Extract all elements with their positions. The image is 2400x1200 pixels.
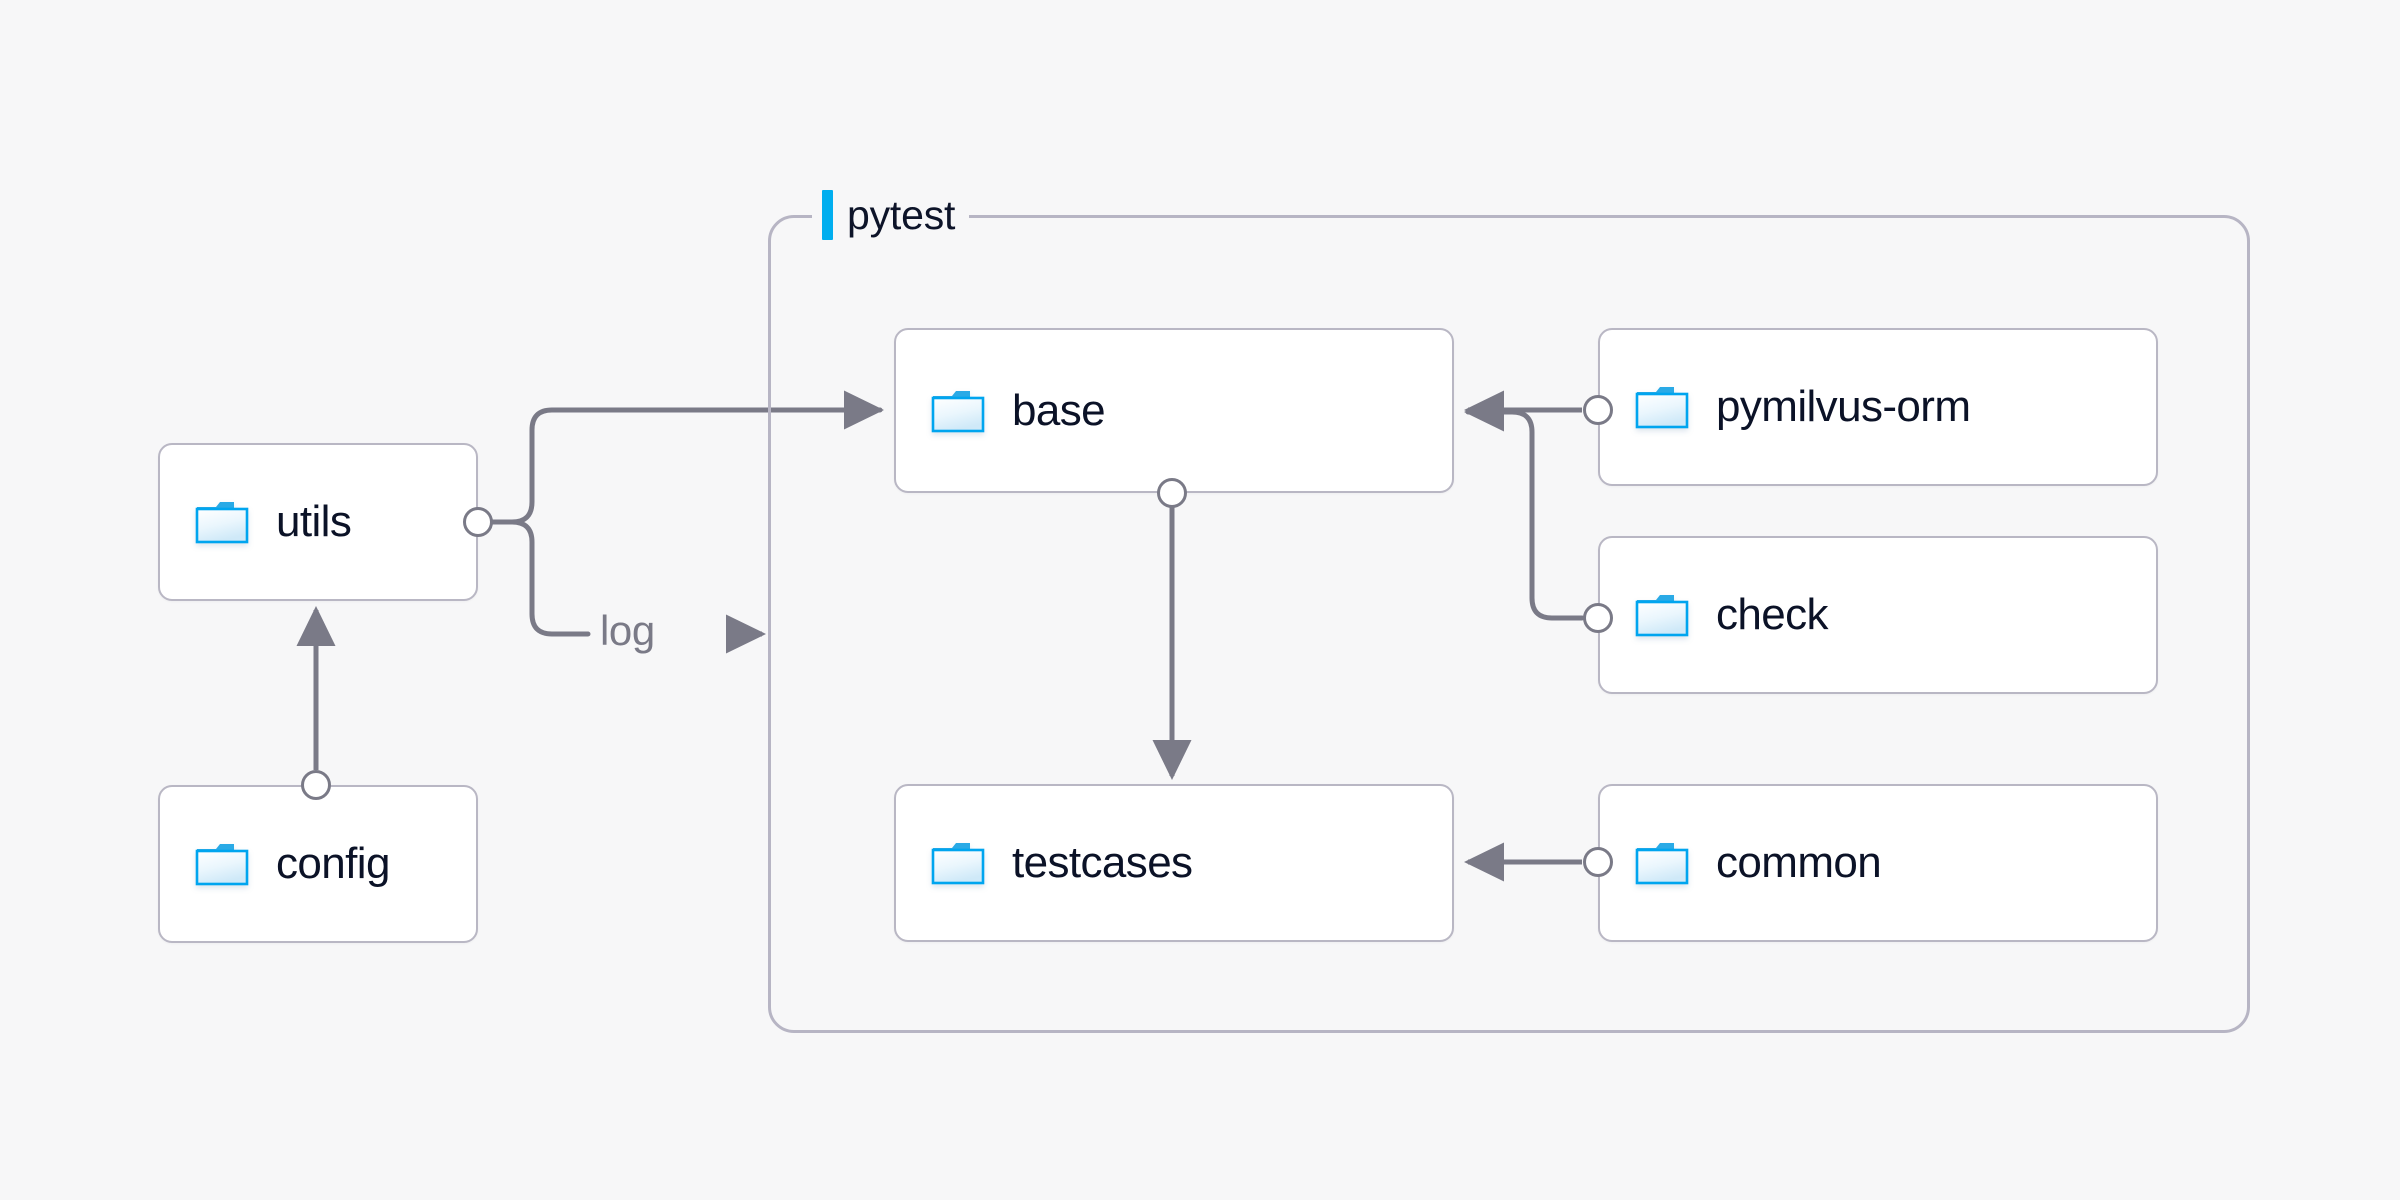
node-config-label: config [276, 839, 390, 888]
port-utils-right[interactable] [463, 507, 493, 537]
node-testcases-label: testcases [1012, 838, 1193, 887]
group-pytest-label: pytest [847, 191, 956, 238]
folder-icon [1635, 595, 1689, 637]
node-common[interactable]: common [1598, 784, 2158, 942]
folder-icon [1635, 843, 1689, 885]
node-base-label: base [1012, 385, 1106, 435]
node-base[interactable]: base [894, 328, 1454, 493]
node-config[interactable]: config [158, 785, 478, 943]
port-check-left[interactable] [1583, 603, 1613, 633]
port-config-top[interactable] [301, 770, 331, 800]
node-utils-content: utils [160, 497, 352, 546]
edge-label-log: log [600, 607, 655, 654]
node-check[interactable]: check [1598, 536, 2158, 694]
folder-icon [1635, 387, 1689, 429]
node-utils[interactable]: utils [158, 443, 478, 601]
node-common-content: common [1600, 838, 1882, 887]
node-testcases-content: testcases [896, 838, 1193, 887]
folder-icon [195, 502, 249, 544]
group-pytest-label-wrap: pytest [812, 187, 970, 243]
node-common-label: common [1716, 838, 1882, 887]
port-pymilvus-orm-left[interactable] [1583, 395, 1613, 425]
port-base-bottom[interactable] [1157, 478, 1187, 508]
node-pymilvus-orm-label: pymilvus-orm [1716, 382, 1971, 431]
group-accent-bar [822, 190, 833, 240]
folder-icon [195, 844, 249, 886]
node-check-content: check [1600, 590, 1829, 639]
node-testcases[interactable]: testcases [894, 784, 1454, 942]
folder-icon [931, 390, 985, 432]
node-base-content: base [896, 385, 1106, 435]
node-check-label: check [1716, 590, 1829, 639]
node-pymilvus-orm[interactable]: pymilvus-orm [1598, 328, 2158, 486]
node-utils-label: utils [276, 497, 352, 546]
folder-icon [931, 843, 985, 885]
group-pytest[interactable] [768, 215, 2250, 1033]
port-common-left[interactable] [1583, 847, 1613, 877]
node-pymilvus-orm-content: pymilvus-orm [1600, 382, 1971, 431]
node-config-content: config [160, 840, 390, 888]
